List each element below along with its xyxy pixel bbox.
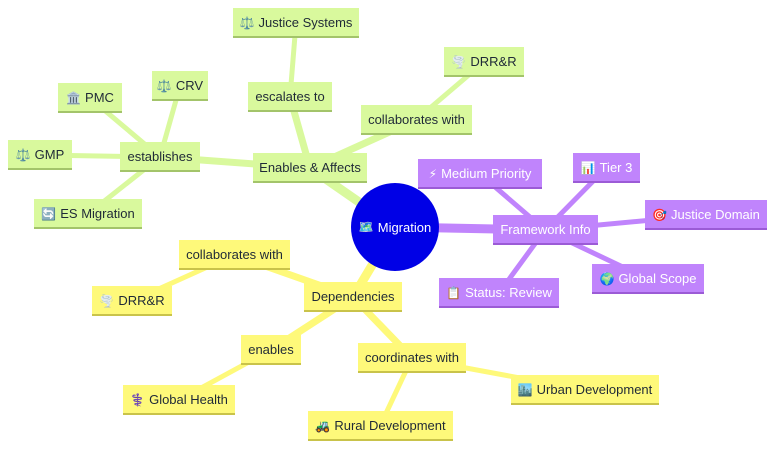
- node-label: Global Health: [149, 392, 228, 407]
- node-label: Justice Systems: [258, 15, 353, 30]
- node-coordinates-with[interactable]: coordinates with: [358, 343, 466, 373]
- node-label: Status: Review: [465, 285, 552, 300]
- node-drr-green[interactable]: 🌪️DRR&R: [444, 47, 524, 77]
- scales-icon: ⚖️: [15, 148, 31, 162]
- node-justice-systems[interactable]: ⚖️Justice Systems: [233, 8, 359, 38]
- node-status-review[interactable]: 📋Status: Review: [439, 278, 559, 308]
- node-medium-priority[interactable]: ⚡Medium Priority: [418, 159, 542, 189]
- node-label: Global Scope: [618, 271, 697, 286]
- node-rural-development[interactable]: 🚜Rural Development: [308, 411, 453, 441]
- node-label: Urban Development: [536, 382, 653, 397]
- clipboard-icon: 📋: [446, 286, 462, 300]
- globe-icon: 🌍: [599, 272, 615, 286]
- node-justice-domain[interactable]: 🎯Justice Domain: [645, 200, 767, 230]
- scales-icon: ⚖️: [156, 79, 172, 93]
- node-tier-3[interactable]: 📊Tier 3: [573, 153, 640, 183]
- tornado-icon: 🌪️: [99, 294, 115, 308]
- node-es-migration[interactable]: 🔄ES Migration: [34, 199, 142, 229]
- tractor-icon: 🚜: [315, 419, 331, 433]
- node-crv[interactable]: ⚖️CRV: [152, 71, 208, 101]
- node-global-scope[interactable]: 🌍Global Scope: [592, 264, 704, 294]
- node-framework-info[interactable]: Framework Info: [493, 215, 598, 245]
- center-node-migration[interactable]: 🗺️Migration: [351, 183, 439, 271]
- map-icon: 🗺️: [358, 220, 374, 234]
- node-global-health[interactable]: ⚕️Global Health: [123, 385, 235, 415]
- node-escalates-to[interactable]: escalates to: [248, 82, 332, 112]
- cycle-arrows-icon: 🔄: [41, 207, 57, 221]
- node-urban-development[interactable]: 🏙️Urban Development: [511, 375, 659, 405]
- city-icon: 🏙️: [517, 383, 533, 397]
- medical-staff-icon: ⚕️: [130, 393, 146, 407]
- node-label: Medium Priority: [441, 166, 532, 181]
- node-drr-yellow[interactable]: 🌪️DRR&R: [92, 286, 172, 316]
- center-label: Migration: [377, 219, 432, 235]
- node-collaborates-with-yellow[interactable]: collaborates with: [179, 240, 290, 270]
- node-label: GMP: [34, 147, 65, 162]
- node-enables-affects[interactable]: Enables & Affects: [253, 153, 367, 183]
- node-label: PMC: [85, 90, 114, 105]
- node-label: CRV: [175, 78, 204, 93]
- target-icon: 🎯: [652, 208, 668, 222]
- node-label: Justice Domain: [671, 207, 760, 222]
- node-label: DRR&R: [470, 54, 517, 69]
- node-establishes[interactable]: establishes: [120, 142, 200, 172]
- node-label: Tier 3: [599, 160, 633, 175]
- node-label: DRR&R: [118, 293, 165, 308]
- bar-chart-icon: 📊: [580, 161, 596, 175]
- node-enables[interactable]: enables: [241, 335, 301, 365]
- scales-icon: ⚖️: [239, 16, 255, 30]
- tornado-icon: 🌪️: [451, 55, 467, 69]
- node-pmc[interactable]: 🏛️PMC: [58, 83, 122, 113]
- node-dependencies[interactable]: Dependencies: [304, 282, 402, 312]
- node-gmp[interactable]: ⚖️GMP: [8, 140, 72, 170]
- node-label: Rural Development: [334, 418, 446, 433]
- lightning-icon: ⚡: [428, 167, 438, 181]
- node-collaborates-with-green[interactable]: collaborates with: [361, 105, 472, 135]
- government-building-icon: 🏛️: [66, 91, 82, 105]
- node-label: ES Migration: [60, 206, 135, 221]
